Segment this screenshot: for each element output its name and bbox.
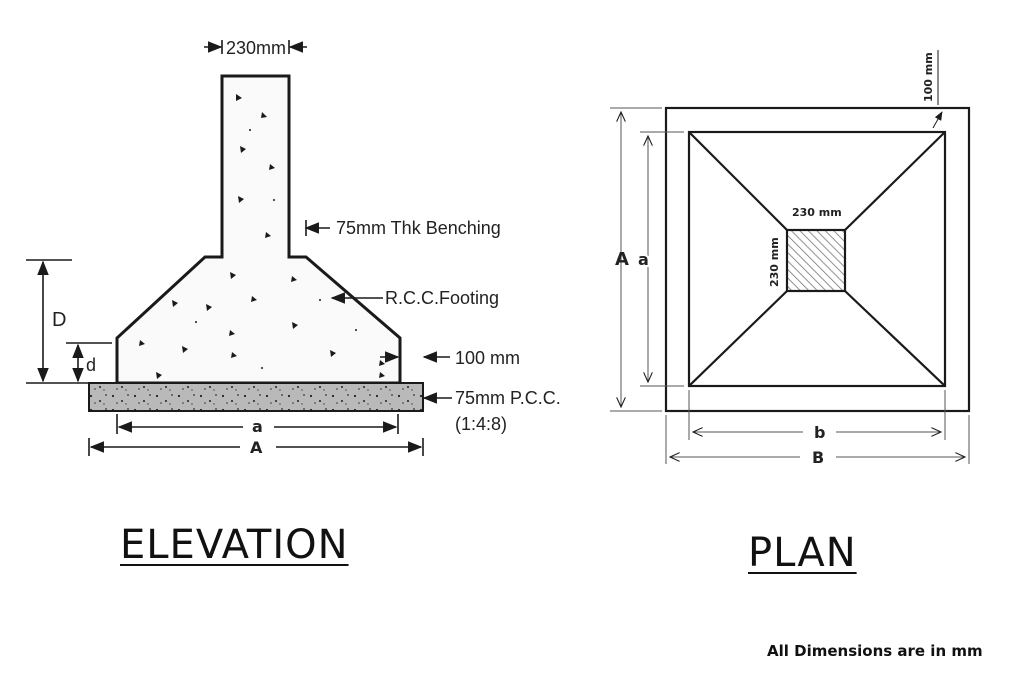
dim-A-label: A bbox=[250, 438, 263, 457]
edge-offset-dimension bbox=[932, 50, 943, 129]
plan-b-dimension bbox=[688, 390, 946, 440]
plan-column-width-label: 230 mm bbox=[792, 206, 842, 219]
pcc-label: 75mm P.C.C. bbox=[455, 388, 561, 408]
depth-d-dimension bbox=[66, 342, 112, 383]
plan-title: PLAN bbox=[748, 530, 857, 576]
plan-view: 100 mm 230 mm 230 mm A a b bbox=[610, 50, 971, 467]
plan-slope-lines bbox=[688, 131, 946, 387]
plan-outer-boundary bbox=[664, 106, 971, 413]
pcc-bed bbox=[88, 382, 424, 412]
depth-D-dimension bbox=[26, 259, 117, 384]
dim-a-label: a bbox=[252, 417, 263, 436]
concrete-aggregate bbox=[139, 94, 385, 379]
dim-D-label: D bbox=[52, 309, 66, 331]
plan-inner-boundary bbox=[687, 130, 947, 388]
width-a-dimension bbox=[116, 414, 399, 434]
width-A-dimension bbox=[88, 438, 424, 456]
offset-label: 100 mm bbox=[455, 348, 520, 368]
plan-dim-a-label: a bbox=[638, 250, 649, 269]
plan-B-dimension bbox=[665, 415, 970, 464]
pcc-mix-label: (1:4:8) bbox=[455, 414, 507, 434]
elevation-title: ELEVATION bbox=[120, 522, 349, 568]
plan-a-dimension bbox=[640, 131, 684, 387]
elevation-view: 230mm 75mm Thk Benching R.C.C.Footing 10… bbox=[26, 38, 561, 457]
plan-dim-B-label: B bbox=[812, 448, 824, 467]
edge-offset-label: 100 mm bbox=[922, 52, 935, 102]
plan-dim-A-label: A bbox=[615, 249, 629, 270]
benching-label: 75mm Thk Benching bbox=[336, 218, 501, 238]
plan-A-dimension bbox=[610, 107, 662, 412]
footing-label: R.C.C.Footing bbox=[385, 288, 499, 308]
plan-column-height-label: 230 mm bbox=[768, 237, 781, 287]
column-width-label: 230mm bbox=[226, 38, 286, 58]
dimensions-note: All Dimensions are in mm bbox=[767, 642, 983, 660]
plan-column bbox=[785, 228, 847, 293]
dim-d-label: d bbox=[86, 355, 96, 375]
plan-dim-b-label: b bbox=[814, 423, 825, 442]
column-width-dimension bbox=[204, 40, 307, 54]
